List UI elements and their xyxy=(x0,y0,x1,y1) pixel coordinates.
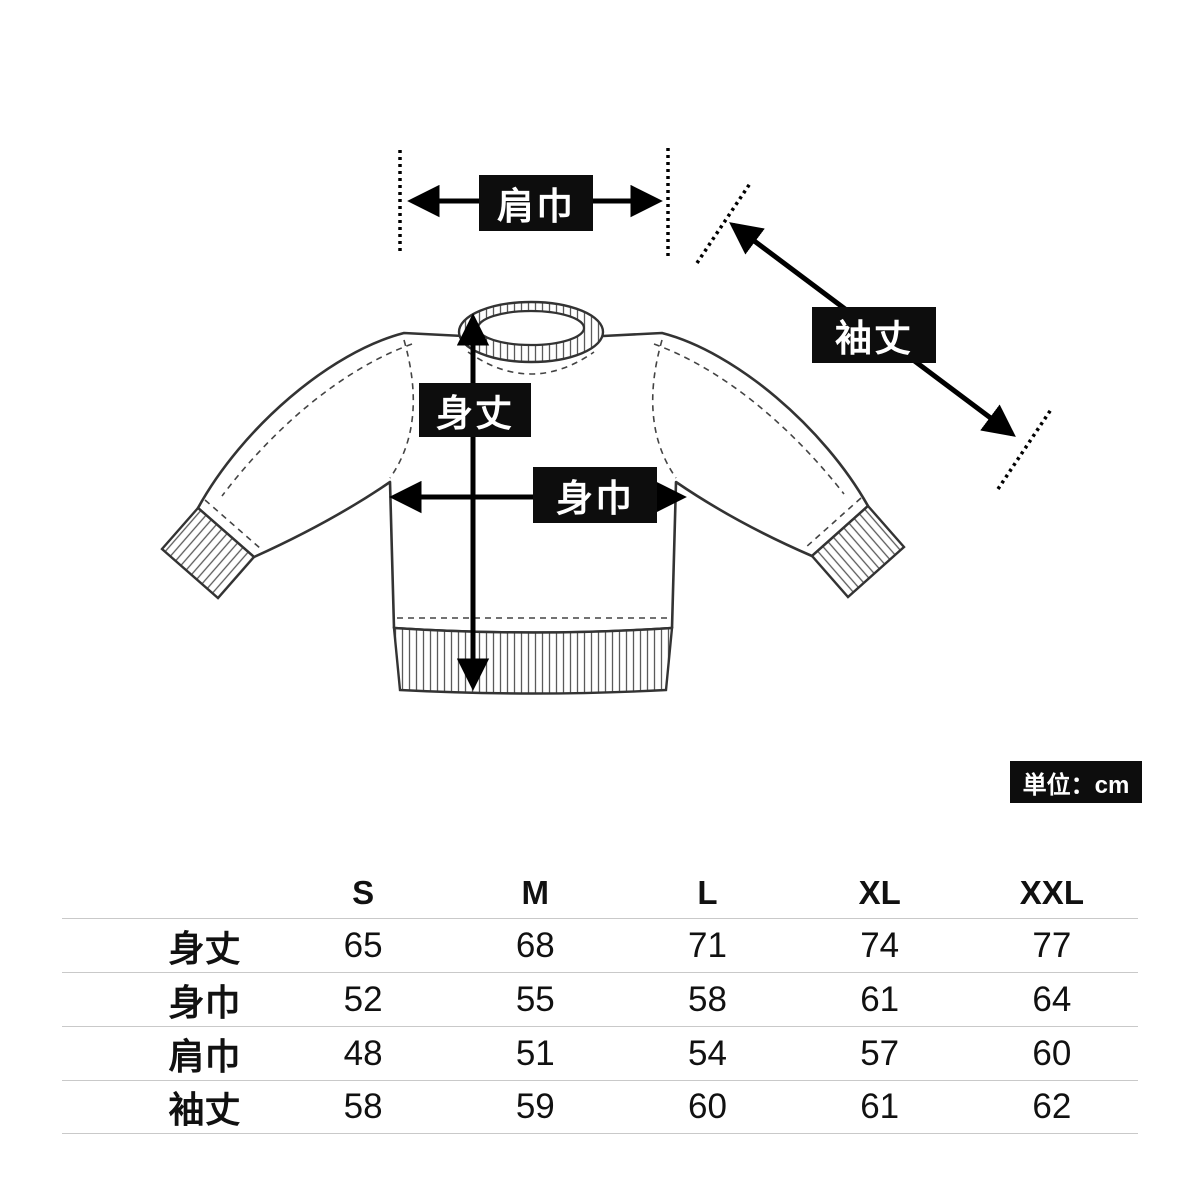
right-cuff-rib xyxy=(810,504,906,599)
body-length-label: 身丈 xyxy=(419,383,531,437)
cell-value: 60 xyxy=(1032,1033,1072,1073)
left-cuff-rib xyxy=(160,506,256,600)
size-table-header-row: S M L XL XXL xyxy=(62,868,1138,918)
cell-value: 57 xyxy=(860,1033,900,1073)
col-header-l: L xyxy=(697,874,718,911)
cell-value: 61 xyxy=(860,979,900,1019)
row-label: 身巾 xyxy=(168,981,241,1023)
cell-value: 58 xyxy=(688,979,727,1019)
cell-value: 60 xyxy=(688,1087,727,1126)
row-label: 身丈 xyxy=(168,927,241,969)
cell-value: 74 xyxy=(860,925,900,965)
col-header-xxl: XXL xyxy=(1019,874,1084,911)
cell-value: 64 xyxy=(1032,979,1072,1019)
cell-value: 58 xyxy=(343,1087,383,1126)
cell-value: 77 xyxy=(1032,925,1072,965)
row-label: 肩巾 xyxy=(168,1035,241,1077)
cell-value: 55 xyxy=(515,979,555,1019)
cell-value: 71 xyxy=(688,925,727,965)
cell-value: 65 xyxy=(343,925,383,965)
table-row-shoulder-width: 肩巾 48 51 54 57 60 xyxy=(62,1026,1138,1080)
unit-badge: 単位：cm xyxy=(1010,761,1142,803)
cell-value: 62 xyxy=(1032,1087,1072,1126)
sleeve-length-guide-top xyxy=(695,181,753,264)
row-label: 袖丈 xyxy=(168,1089,241,1130)
shoulder-width-label: 肩巾 xyxy=(479,175,593,231)
cell-value: 52 xyxy=(343,979,383,1019)
hem-rib xyxy=(392,626,674,695)
cell-value: 48 xyxy=(343,1033,383,1073)
neck-opening xyxy=(476,309,586,347)
cell-value: 51 xyxy=(515,1033,555,1073)
col-header-xl: XL xyxy=(858,874,901,911)
sleeve-length-label: 袖丈 xyxy=(812,307,936,363)
size-table: S M L XL XXL 身丈 65 68 71 74 77 身巾 52 55 … xyxy=(62,868,1138,1134)
body-width-label: 身巾 xyxy=(533,467,657,523)
table-row-body-width: 身巾 52 55 58 61 64 xyxy=(62,972,1138,1026)
sleeve-length-guide-bottom xyxy=(996,407,1054,490)
table-row-body-length: 身丈 65 68 71 74 77 xyxy=(62,918,1138,972)
cell-value: 59 xyxy=(515,1087,555,1126)
col-header-m: M xyxy=(521,874,550,911)
col-header-s: S xyxy=(352,874,375,911)
table-row-sleeve-length: 袖丈 58 59 60 61 62 xyxy=(62,1080,1138,1134)
cell-value: 54 xyxy=(688,1033,727,1073)
cell-value: 68 xyxy=(515,925,555,965)
sweatshirt-diagram xyxy=(160,148,1054,695)
cell-value: 61 xyxy=(860,1087,900,1126)
